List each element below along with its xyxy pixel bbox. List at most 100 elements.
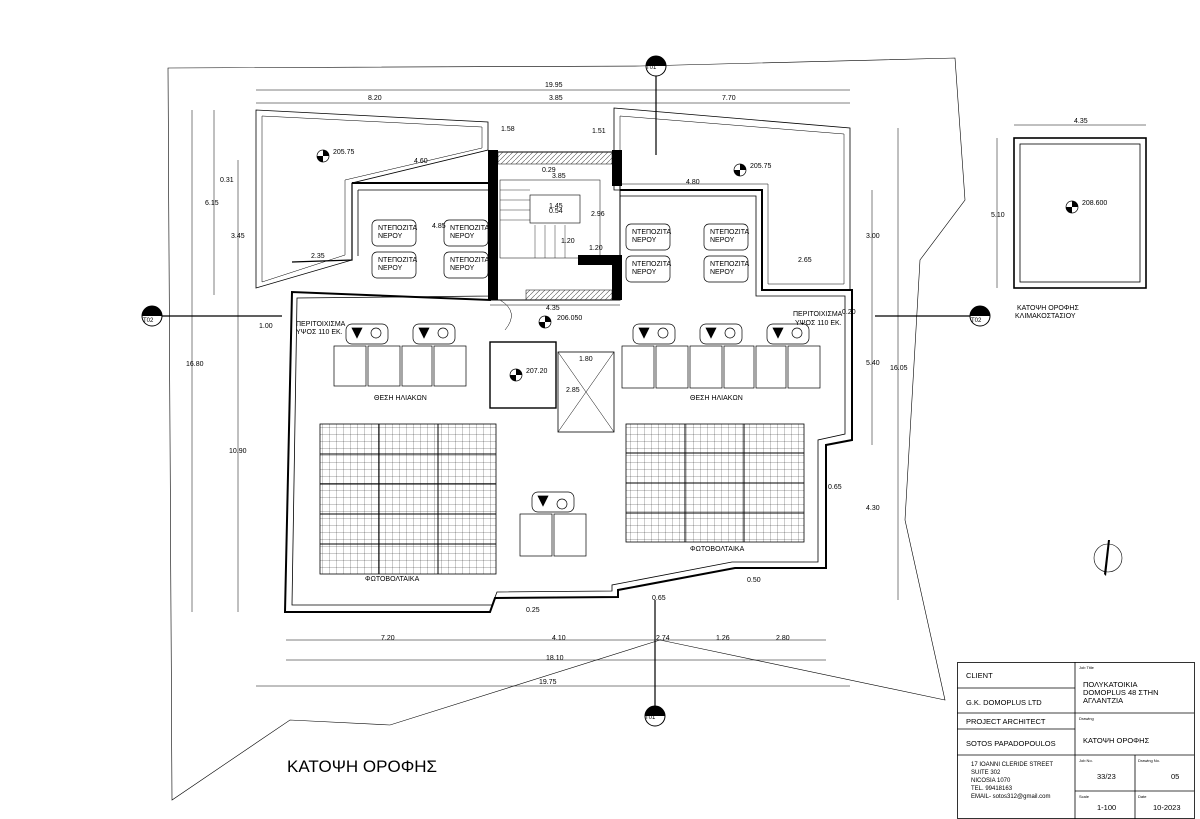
dim: 4.80 (686, 179, 700, 186)
water-tank (371, 219, 417, 247)
dimension-lines (191, 89, 1146, 687)
dim: 3.85 (549, 95, 563, 102)
dim: 5.10 (991, 212, 1005, 219)
svg-text:ΝΕΡΟΥ: ΝΕΡΟΥ (450, 265, 475, 272)
stair-roof-title: ΚΑΤΟΨΗ ΟΡΟΦΗΣ (1017, 305, 1079, 312)
dim: 4.10 (552, 635, 566, 642)
drawing-no: 05 (1171, 772, 1179, 781)
dim: 16.05 (890, 365, 908, 372)
dim: 1.45 (549, 203, 563, 210)
address-line: 17 IOANNI CLERIDE STREET (971, 762, 1053, 768)
svg-text:ΝΤΕΠΟΖΙΤΑ: ΝΤΕΠΟΖΙΤΑ (710, 261, 749, 268)
svg-text:ΝΤΕΠΟΖΙΤΑ: ΝΤΕΠΟΖΙΤΑ (450, 225, 489, 232)
solar-label: ΘΕΣΗ ΗΛΙΑΚΩΝ (690, 395, 743, 402)
dim: 1.58 (501, 126, 515, 133)
solar-heater (401, 323, 467, 387)
pv-arrays (319, 423, 805, 575)
svg-text:ΝΤΕΠΟΖΙΤΑ: ΝΤΕΠΟΖΙΤΑ (378, 225, 417, 232)
dim: 16.80 (186, 361, 204, 368)
svg-text:ΝΤΕΠΟΖΙΤΑ: ΝΤΕΠΟΖΙΤΑ (632, 229, 671, 236)
dim: 4.30 (866, 505, 880, 512)
date: 10-2023 (1153, 803, 1181, 812)
dim: 3.45 (231, 233, 245, 240)
dim: 6.15 (205, 200, 219, 207)
north-arrow-icon (1093, 540, 1123, 576)
svg-text:ΝΤΕΠΟΖΙΤΑ: ΝΤΕΠΟΖΙΤΑ (378, 257, 417, 264)
dim: 1.51 (592, 128, 606, 135)
dim: 1.80 (579, 356, 593, 363)
svg-text:208.600: 208.600 (1082, 200, 1107, 207)
dim: 0.65 (828, 484, 842, 491)
water-tank (703, 223, 749, 251)
svg-text:T02: T02 (971, 318, 982, 324)
water-tank (371, 251, 417, 279)
pv-label: ΦΩΤΟΒΟΛΤΑΙΚΑ (690, 546, 745, 553)
water-tank (703, 255, 749, 283)
title-block: CLIENT G.K. DOMOPLUS LTD PROJECT ARCHITE… (957, 662, 1195, 819)
section-marker-left: T02 (141, 305, 163, 327)
dim: 2.65 (798, 257, 812, 264)
solar-heater (333, 323, 401, 387)
section-marker-bottom: T01 (644, 705, 666, 727)
parapet-label: ΥΨΟΣ 110 ΕΚ. (296, 329, 343, 336)
svg-text:T01: T01 (646, 65, 657, 71)
svg-text:ΝΤΕΠΟΖΙΤΑ: ΝΤΕΠΟΖΙΤΑ (710, 229, 749, 236)
dim: 4.60 (414, 158, 428, 165)
scale-label: Scale (1079, 794, 1090, 799)
drawing-label: Drawing (1079, 716, 1094, 721)
dim: 8.20 (368, 95, 382, 102)
dim: 0.65 (652, 595, 666, 602)
address-line: EMAIL- sotos312@gmail.com (971, 794, 1050, 800)
svg-text:ΝΕΡΟΥ: ΝΕΡΟΥ (710, 269, 735, 276)
level-marker: 207.20 (509, 368, 548, 382)
water-tank (625, 255, 671, 283)
dim: 7.70 (722, 95, 736, 102)
solar-label: ΘΕΣΗ ΗΛΙΑΚΩΝ (374, 395, 427, 402)
level-marker: 205.75 (316, 149, 355, 163)
architect-name: SOTOS PAPADOPOULOS (966, 739, 1056, 748)
section-marker-right: T02 (969, 305, 991, 327)
dim: 0.29 (542, 167, 556, 174)
svg-text:ΝΕΡΟΥ: ΝΕΡΟΥ (378, 265, 403, 272)
dim: 2.80 (776, 635, 790, 642)
skylight (489, 341, 615, 433)
dim: 4.35 (1074, 118, 1088, 125)
dim: 3.85 (552, 173, 566, 180)
svg-text:205.75: 205.75 (333, 149, 355, 156)
architect-label: PROJECT ARCHITECT (966, 717, 1046, 726)
svg-text:206.050: 206.050 (557, 315, 582, 322)
level-marker: 208.600 (1065, 200, 1107, 214)
dim: 0.31 (220, 177, 234, 184)
svg-text:ΝΕΡΟΥ: ΝΕΡΟΥ (450, 233, 475, 240)
dim: 0.25 (526, 607, 540, 614)
stair-roof-plan (1013, 137, 1147, 289)
level-marker: 206.050 (538, 315, 582, 329)
svg-text:T02: T02 (143, 318, 154, 324)
lower-roof-left (255, 109, 489, 289)
svg-text:205.75: 205.75 (750, 163, 772, 170)
dim: 2.85 (566, 387, 580, 394)
svg-text:207.20: 207.20 (526, 368, 548, 375)
dim: 1.20 (561, 238, 575, 245)
section-markers: T01 T01 T02 T02 (141, 55, 991, 727)
dim: 19.95 (545, 82, 563, 89)
job-no-label: Job No. (1079, 758, 1093, 763)
dim: 2.96 (591, 211, 605, 218)
dim: 4.85 (432, 223, 446, 230)
drawing-no-label: Drawing No. (1138, 758, 1160, 763)
level-markers: 205.75 205.75 206.050 207.20 208.600 (316, 149, 1107, 382)
water-tanks (371, 219, 749, 283)
dim: 1.00 (259, 323, 273, 330)
client-name: G.K. DOMOPLUS LTD (966, 698, 1042, 707)
stair-roof-title: ΚΛΙΜΑΚΟΣΤΑΣΙΟΥ (1015, 313, 1076, 320)
dim: 1.20 (589, 245, 603, 252)
dim: 5.40 (866, 360, 880, 367)
water-tank (625, 223, 671, 251)
solar-heaters (333, 323, 821, 557)
section-marker-top: T01 (645, 55, 667, 77)
date-label: Date (1138, 794, 1147, 799)
job-no: 33/23 (1097, 772, 1116, 781)
scale: 1-100 (1097, 803, 1116, 812)
